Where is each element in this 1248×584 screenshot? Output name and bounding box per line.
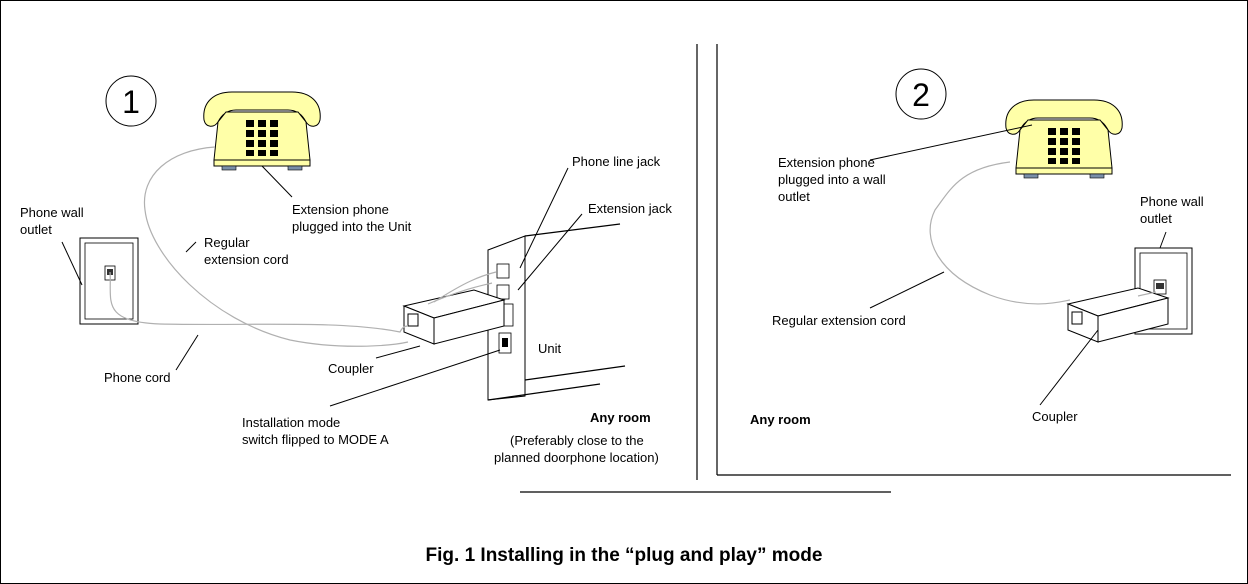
scene-1: 1 [20,75,672,465]
extension-phone-icon [203,91,321,171]
label-extension-jack: Extension jack [588,201,672,216]
phone-line-jack-icon [496,263,510,279]
scene-2: 2 Extension phone plugged into a wall ou… [750,68,1204,427]
label-phone-line-jack: Phone line jack [572,154,661,169]
cords-scene-2 [929,161,1157,305]
label-unit: Unit [538,341,562,356]
extension-jack-icon [496,284,510,300]
label-any-room-2: Any room [750,412,811,427]
label-extension-phone-wall: Extension phone [778,155,875,170]
label-coupler: Coupler [328,361,374,376]
phone-wall-outlet-icon [79,237,139,325]
label-coupler-2: Coupler [1032,409,1078,424]
label-phone-cord: Phone cord [104,370,171,385]
leader-lines-scene-1 [61,165,583,407]
unit-device [487,223,626,401]
label-installation-mode: Installation mode [242,415,340,430]
step-circle-2 [895,68,947,120]
label-any-room-1: Any room [590,410,651,425]
label-phone-wall-outlet-scene-2-b: outlet [1140,211,1172,226]
label-installation-mode-2: switch flipped to MODE A [242,432,389,447]
label-phone-wall-outlet: Phone wall [20,205,84,220]
label-regular-extension-cord-2: extension cord [204,252,289,267]
label-extension-phone-2: plugged into the Unit [292,219,412,234]
cords-scene-1 [109,146,497,347]
label-phone-wall-outlet-scene-2: Phone wall [1140,194,1204,209]
label-phone-wall-outlet-2: outlet [20,222,52,237]
label-location-note-2: planned doorphone location) [494,450,659,465]
label-extension-phone-wall-2: plugged into a wall [778,172,886,187]
step-circle-1 [105,75,157,127]
figure-caption: Fig. 1 Installing in the “plug and play”… [426,545,823,566]
leader-lines-scene-2 [869,124,1167,406]
label-regular-extension-cord-2: Regular extension cord [772,313,906,328]
step-number-1: 1 [122,84,140,120]
label-regular-extension-cord: Regular [204,235,250,250]
label-extension-phone-wall-3: outlet [778,189,810,204]
step-number-2: 2 [912,77,930,113]
label-extension-phone: Extension phone [292,202,389,217]
label-location-note: (Preferably close to the [510,433,644,448]
wall-extension-phone-icon [1005,99,1123,179]
room-walls [520,44,1231,493]
